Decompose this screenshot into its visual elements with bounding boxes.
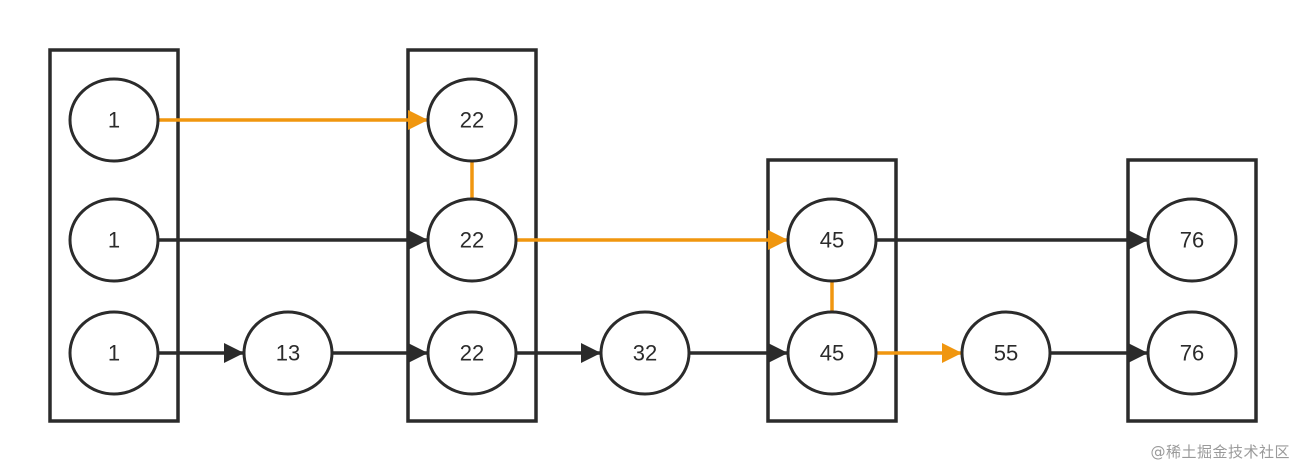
- node-circle: [786, 310, 878, 396]
- node-n76b: 76: [1146, 310, 1238, 396]
- node-label: 13: [276, 341, 300, 366]
- node-n22a: 22: [426, 77, 518, 163]
- node-label: 45: [820, 228, 844, 253]
- node-label: 1: [108, 341, 120, 366]
- node-n76a: 76: [1146, 197, 1238, 283]
- level-box-g45: [766, 158, 898, 423]
- node-n45b: 45: [786, 310, 878, 396]
- node-label: 45: [820, 341, 844, 366]
- node-circle: [242, 310, 334, 396]
- node-circle: [599, 310, 691, 396]
- node-circle: [1146, 310, 1238, 396]
- node-n22b: 22: [426, 197, 518, 283]
- node-circle: [68, 197, 160, 283]
- node-n22c: 22: [426, 310, 518, 396]
- node-label: 22: [460, 341, 484, 366]
- node-label: 1: [108, 108, 120, 133]
- node-n32: 32: [599, 310, 691, 396]
- node-label: 1: [108, 228, 120, 253]
- node-label: 76: [1180, 228, 1204, 253]
- level-box-g76: [1126, 158, 1258, 423]
- node-n1a: 1: [68, 77, 160, 163]
- node-n1b: 1: [68, 197, 160, 283]
- node-n55: 55: [960, 310, 1052, 396]
- node-label: 32: [633, 341, 657, 366]
- node-n1c: 1: [68, 310, 160, 396]
- node-circle: [786, 197, 878, 283]
- node-circle: [960, 310, 1052, 396]
- node-circle: [68, 77, 160, 163]
- node-n13: 13: [242, 310, 334, 396]
- node-label: 22: [460, 228, 484, 253]
- node-circle: [426, 310, 518, 396]
- node-label: 55: [994, 341, 1018, 366]
- level-box-g1: [48, 48, 180, 423]
- node-circle: [426, 77, 518, 163]
- node-circle: [426, 197, 518, 283]
- node-circle: [1146, 197, 1238, 283]
- node-circle: [68, 310, 160, 396]
- node-label: 76: [1180, 341, 1204, 366]
- node-n45a: 45: [786, 197, 878, 283]
- node-label: 22: [460, 108, 484, 133]
- watermark-text: @稀土掘金技术社区: [1150, 443, 1290, 461]
